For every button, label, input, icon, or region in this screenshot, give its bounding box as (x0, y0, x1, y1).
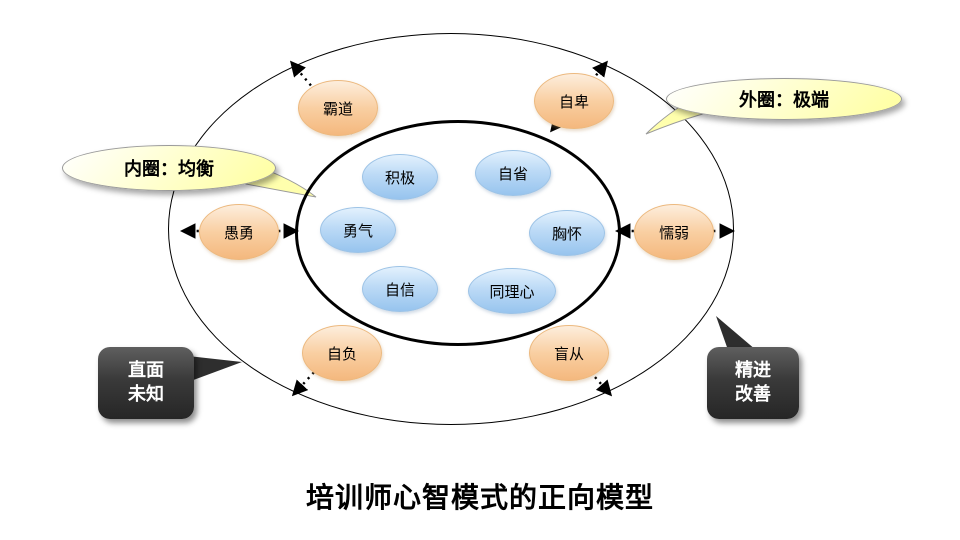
inner-circle-ellipse (295, 120, 621, 346)
outer-node: 盲从 (529, 325, 609, 381)
outer-node-label: 霸道 (322, 99, 353, 118)
outer-node-label: 懦弱 (658, 223, 689, 242)
improve-line2: 改善 (735, 384, 771, 405)
inner-circle-callout: 内圈：均衡 (62, 145, 276, 191)
outer-node: 自卑 (534, 73, 614, 129)
outer-node-label: 自负 (326, 344, 357, 363)
inner-node: 同理心 (468, 268, 556, 314)
inner-node-label: 积极 (384, 168, 415, 187)
face-unknown-callout: 直面 未知 (98, 347, 194, 419)
outer-node: 霸道 (298, 80, 378, 136)
inner-node: 自信 (362, 266, 438, 312)
inner-node-label: 自信 (384, 280, 415, 299)
right-callout-tail (716, 316, 756, 350)
improve-line1: 精进 (735, 359, 771, 381)
inner-node-label: 自省 (497, 164, 528, 183)
page-title: 培训师心智模式的正向模型 (305, 481, 654, 514)
inner-node: 勇气 (320, 207, 396, 253)
outer-node: 懦弱 (634, 204, 714, 260)
left-callout-tail (188, 356, 242, 382)
outer-ring-callout: 外圈：极端 (666, 78, 902, 120)
outer-node-label: 盲从 (553, 344, 584, 363)
outer-node-label: 自卑 (558, 92, 589, 111)
face-unknown-line1: 直面 (128, 359, 164, 381)
inner-node: 胸怀 (529, 210, 605, 256)
outer-ring-callout-label: 外圈：极端 (739, 90, 829, 111)
face-unknown-line2: 未知 (128, 384, 164, 405)
inner-node: 积极 (362, 154, 438, 200)
inner-node-label: 胸怀 (551, 224, 582, 243)
inner-node-label: 同理心 (489, 282, 535, 301)
outer-node: 自负 (302, 325, 382, 381)
outer-node: 愚勇 (199, 204, 279, 260)
improve-callout: 精进 改善 (707, 347, 799, 419)
double-arrow-top-right (550, 60, 608, 133)
inner-node: 自省 (475, 150, 551, 196)
inner-node-label: 勇气 (342, 221, 373, 240)
outer-node-label: 愚勇 (223, 223, 254, 242)
inner-circle-callout-label: 内圈：均衡 (124, 159, 214, 180)
